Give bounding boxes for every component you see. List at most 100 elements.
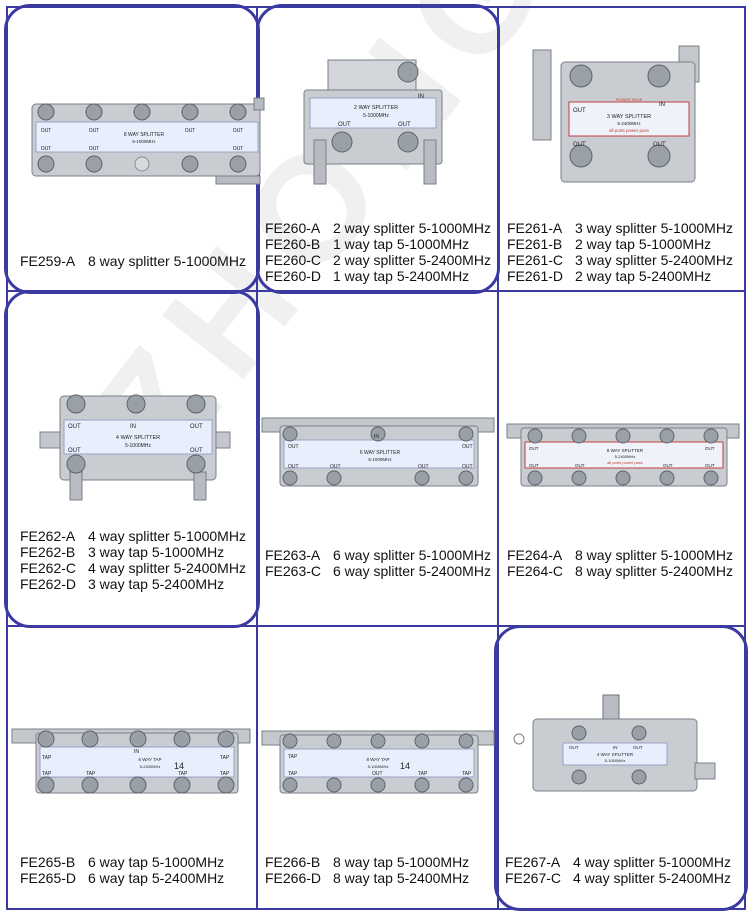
port-label: TAP bbox=[418, 771, 428, 777]
model-desc: 4 way splitter 5-2400MHz bbox=[573, 870, 731, 886]
port-label: OUT bbox=[573, 108, 586, 114]
device-title: 8 WAY TAP bbox=[366, 757, 389, 762]
model-code: FE266-D bbox=[265, 870, 322, 886]
model-desc: 6 way splitter 5-1000MHz bbox=[333, 547, 491, 563]
model-desc: 6 way tap 5-2400MHz bbox=[88, 870, 225, 886]
port-label: IN bbox=[659, 102, 665, 108]
product-cell-fe260: IN OUT OUT 2 WAY SPLITTER 5-1000MHz FE26… bbox=[258, 6, 497, 290]
model-code: FE262-A bbox=[20, 528, 76, 544]
splitter-image: IN OUT OUT OUT OUT OUT OUT 6 WAY SPLITTE… bbox=[261, 417, 495, 487]
model-code: FE266-B bbox=[265, 854, 321, 870]
model-code: FE263-C bbox=[265, 563, 322, 579]
model-code: FE260-D bbox=[265, 268, 322, 284]
model-desc: 1 way tap 5-2400MHz bbox=[333, 268, 470, 284]
port-label: OUT bbox=[41, 146, 52, 152]
port-label: OUT bbox=[372, 771, 383, 777]
port-label: OUT bbox=[233, 128, 244, 134]
model-row: FE260-D 1 way tap 5-2400MHz bbox=[265, 268, 491, 284]
port-label: IN bbox=[418, 94, 424, 100]
device-freq: 5-1000MHz bbox=[125, 443, 151, 449]
port-label: OUT bbox=[705, 446, 715, 451]
model-code: FE261-C bbox=[507, 252, 564, 268]
device-freq: 5-2400MHz bbox=[617, 121, 641, 126]
port-label: OUT bbox=[68, 424, 81, 430]
model-desc: 8 way splitter 5-1000MHz bbox=[88, 253, 246, 269]
port-label: OUT bbox=[398, 122, 411, 128]
device-freq: 5-1000MHz bbox=[132, 139, 156, 144]
grid-line bbox=[6, 625, 746, 627]
port-label: OUT bbox=[663, 463, 673, 468]
port-label: TAP bbox=[42, 755, 52, 761]
model-desc: 8 way tap 5-1000MHz bbox=[333, 854, 470, 870]
model-code: FE259-A bbox=[20, 253, 76, 269]
model-desc: 4 way splitter 5-2400MHz bbox=[88, 560, 246, 576]
model-desc: 1 way tap 5-1000MHz bbox=[333, 236, 470, 252]
product-cell-fe264: OUT OUT OUT OUT OUT OUT 8 WAY SPLITTER 5… bbox=[499, 292, 746, 625]
port-label: TAP bbox=[220, 771, 230, 777]
port-label: OUT bbox=[233, 146, 244, 152]
product-cell-fe265: IN TAP TAP TAP TAP TAP TAP 6 WAY TAP 5-2… bbox=[6, 627, 256, 910]
port-label: IN bbox=[374, 434, 379, 440]
model-code: FE260-C bbox=[265, 252, 322, 268]
port-label: OUT bbox=[705, 463, 715, 468]
port-label: IN bbox=[613, 745, 618, 750]
port-label: OUT bbox=[89, 146, 100, 152]
model-code: FE261-A bbox=[507, 220, 563, 236]
device-value: 14 bbox=[174, 761, 184, 771]
splitter-image: IN TAP TAP TAP TAP TAP TAP 6 WAY TAP 5-2… bbox=[11, 728, 251, 794]
port-label: OUT bbox=[190, 448, 203, 454]
port-label: TAP bbox=[42, 771, 52, 777]
model-code: FE260-B bbox=[265, 236, 321, 252]
model-desc: 3 way tap 5-1000MHz bbox=[88, 544, 225, 560]
port-label: OUT bbox=[41, 128, 52, 134]
device-title: 6 WAY TAP bbox=[138, 757, 161, 762]
model-code: FE260-A bbox=[265, 220, 321, 236]
device-top: POWER PASS bbox=[616, 97, 643, 102]
highlight-frame bbox=[4, 290, 260, 628]
product-cell-fe263: IN OUT OUT OUT OUT OUT OUT 6 WAY SPLITTE… bbox=[258, 292, 497, 625]
port-label: TAP bbox=[178, 771, 188, 777]
model-row: FE259-A 8 way splitter 5-1000MHz bbox=[20, 253, 246, 269]
model-code: FE261-B bbox=[507, 236, 563, 252]
model-desc: 4 way splitter 5-1000MHz bbox=[573, 854, 731, 870]
port-label: TAP bbox=[288, 771, 298, 777]
model-code: FE263-A bbox=[265, 547, 321, 563]
model-desc: 8 way splitter 5-2400MHz bbox=[575, 563, 733, 579]
model-desc: 4 way splitter 5-1000MHz bbox=[88, 528, 246, 544]
model-code: FE262-D bbox=[20, 576, 77, 592]
port-label: OUT bbox=[462, 444, 473, 450]
port-label: OUT bbox=[653, 142, 666, 148]
splitter-image: OUT OUT OUT OUT OUT OUT OUT 8 WAY SPLITT… bbox=[31, 97, 265, 185]
port-label: IN bbox=[130, 424, 136, 430]
device-title: 4 WAY SPLITTER bbox=[597, 752, 634, 757]
port-label: OUT bbox=[569, 745, 579, 750]
port-label: OUT bbox=[330, 464, 341, 470]
splitter-image: OUT OUT OUT OUT OUT OUT 8 WAY SPLITTER 5… bbox=[506, 423, 740, 487]
port-label: OUT bbox=[633, 745, 643, 750]
product-cell-fe266: TAP TAP OUT TAP TAP 8 WAY TAP 5-1000MHz … bbox=[258, 627, 497, 910]
highlight-frame bbox=[494, 625, 748, 911]
device-note: all ports power pass bbox=[609, 128, 650, 133]
model-desc: 2 way splitter 5-2400MHz bbox=[333, 252, 491, 268]
model-desc: 6 way tap 5-1000MHz bbox=[88, 854, 225, 870]
model-desc: 2 way tap 5-1000MHz bbox=[575, 236, 712, 252]
model-row: FE263-A 6 way splitter 5-1000MHz bbox=[265, 547, 491, 563]
port-label: OUT bbox=[529, 446, 539, 451]
device-freq: 5-1000MHz bbox=[368, 457, 392, 462]
port-label: OUT bbox=[338, 122, 351, 128]
product-cell-fe261: OUT IN OUT OUT POWER PASS 3 WAY SPLITTER… bbox=[499, 6, 746, 290]
